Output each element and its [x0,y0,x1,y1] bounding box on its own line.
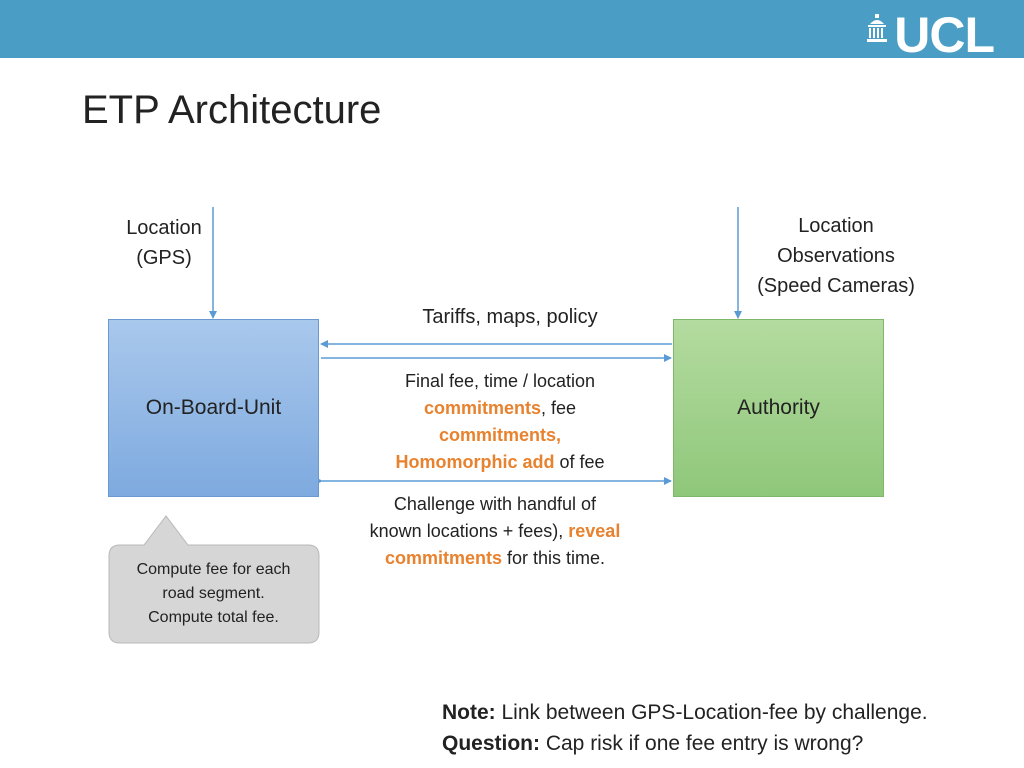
on-board-unit-label: On-Board-Unit [145,396,282,419]
tariffs-message: Tariffs, maps, policy [422,306,598,328]
ucl-logo: UCL [866,7,995,63]
callout-bubble [108,515,320,644]
header-bar: UCL [0,0,1024,63]
question-line: Question: Cap risk if one fee entry is w… [442,732,864,755]
gps-input-label: Location (GPS) [126,217,202,269]
authority-label: Authority [737,396,820,419]
observations-input-label: Location Observations (Speed Cameras) [757,215,915,297]
challenge-message: Challenge with handful of known location… [369,494,621,568]
note-block: Note: Link between GPS-Location-fee by c… [442,697,928,759]
obu-compute-callout: Compute fee for each road segment. Compu… [136,561,291,626]
fee-message: Final fee, time / location commitments, … [395,371,605,472]
note-line: Note: Link between GPS-Location-fee by c… [442,701,928,724]
slide-title: ETP Architecture [82,88,382,132]
ucl-portico-icon [867,14,888,42]
authority-node: Authority [673,319,884,497]
ucl-logo-text: UCL [894,7,995,63]
on-board-unit-node: On-Board-Unit [108,319,319,497]
